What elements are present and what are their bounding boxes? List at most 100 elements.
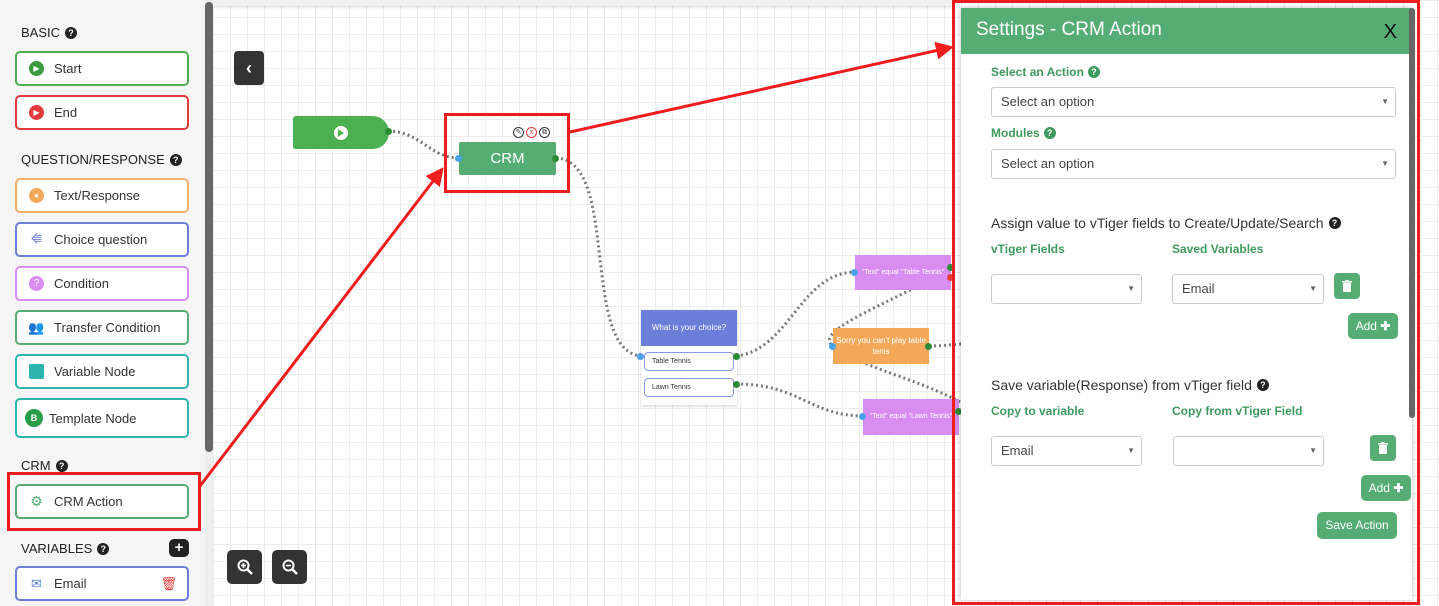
b-circle-icon: B [25,409,43,427]
add-copy-button[interactable]: Add ✚ [1361,475,1411,501]
question-flow-node[interactable]: What is your choice? Table Tennis Lawn T… [641,310,737,405]
condition-node-button[interactable]: ? Condition [15,266,189,301]
chevron-down-icon: ▼ [1381,97,1389,106]
delete-copy-button[interactable] [1370,435,1396,461]
start-node-button[interactable]: ▶ Start [15,51,189,86]
chevron-down-icon: ▼ [1309,446,1317,455]
sidebar: BASIC ? ▶ Start ▶ End QUESTION/RESPONSE … [0,0,205,606]
end-label: End [54,105,78,120]
trash-icon [1378,442,1388,454]
envelope-icon: ✉ [31,575,42,591]
close-panel-button[interactable]: X [1383,21,1397,43]
transfer-condition-node-button[interactable]: 👥 Transfer Condition [15,310,189,345]
assign-heading: Assign value to vTiger fields to Create/… [991,215,1341,231]
template-node-button[interactable]: B Template Node [15,398,189,438]
sorry-message-node[interactable]: Sorry you can't play table tenis [833,328,929,364]
select-action-label: Select an Action ? [991,65,1100,79]
delete-icon[interactable]: x [526,127,537,138]
help-icon[interactable]: ? [1256,379,1269,391]
zoom-out-icon [282,559,298,575]
section-basic: BASIC ? [21,25,78,40]
condition-input-port[interactable] [851,269,858,276]
variable-node-button[interactable]: Variable Node [15,354,189,389]
gears-icon: ⚙ [30,493,43,509]
help-icon[interactable]: ? [1328,217,1341,229]
help-icon[interactable]: ? [1087,66,1100,78]
zoom-out-button[interactable] [272,550,307,584]
copy-icon[interactable]: ⧉ [539,127,550,138]
sorry-input-port[interactable] [829,343,836,350]
sidebar-scrollbar[interactable] [205,2,213,452]
chevron-down-icon: ▼ [1127,284,1135,293]
condition-true-port[interactable] [955,408,962,415]
condition-node-table-tennis[interactable]: "Text" equal "Table Tennis" [855,255,951,290]
choice-question-node-button[interactable]: ⭅ Choice question [15,222,189,257]
usb-icon: ⭅ [31,232,42,246]
panel-scrollbar[interactable] [1409,8,1415,418]
chevron-down-icon: ▼ [1127,446,1135,455]
vtiger-fields-label: vTiger Fields [991,242,1065,256]
users-icon: 👥 [28,319,45,335]
add-variable-button[interactable]: + [169,539,189,557]
save-variable-heading: Save variable(Response) from vTiger fiel… [991,377,1269,393]
copy-from-field-label: Copy from vTiger Field [1172,404,1303,418]
help-icon[interactable]: ? [65,26,78,39]
edit-icon[interactable]: ✎ [513,127,524,138]
panel-header: Settings - CRM Action X [961,8,1412,54]
save-action-button[interactable]: Save Action [1317,512,1397,539]
zoom-in-button[interactable] [227,550,262,584]
condition-input-port[interactable] [859,413,866,420]
condition-node-lawn-tennis[interactable]: "Text" equal "Lawn Tennis" [863,399,959,435]
option-output-port[interactable] [733,353,740,360]
copy-from-field-select[interactable]: ▼ [1173,436,1324,466]
vtiger-field-select[interactable]: ▼ [991,274,1142,304]
template-node-label: Template Node [49,410,137,426]
copy-to-variable-label: Copy to variable [991,404,1085,418]
action-select[interactable]: Select an option ▼ [991,87,1396,117]
collapse-sidebar-button[interactable]: ‹ [234,51,264,85]
question-option[interactable]: Lawn Tennis [644,378,734,397]
delete-mapping-button[interactable] [1334,273,1360,299]
variable-node-label: Variable Node [54,364,136,379]
top-bar [213,0,953,6]
option-output-port[interactable] [733,381,740,388]
trash-icon[interactable]: 🗑 [160,575,177,591]
choice-question-label: Choice question [54,232,148,247]
start-flow-node[interactable] [293,116,389,149]
end-node-button[interactable]: ▶ End [15,95,189,130]
condition-true-port[interactable] [947,264,954,271]
sorry-output-port[interactable] [925,343,932,350]
variable-email-item[interactable]: ✉ Email 🗑 [15,566,189,601]
help-icon[interactable]: ? [1043,127,1056,139]
text-response-node-button[interactable]: ● Text/Response [15,178,189,213]
crm-action-label: CRM Action [54,494,123,509]
chevron-down-icon: ▼ [1309,284,1317,293]
section-crm-label: CRM [21,458,51,473]
help-icon[interactable]: ? [55,459,68,472]
modules-select[interactable]: Select an option ▼ [991,149,1396,179]
square-icon [29,364,44,379]
add-label: Add [1368,481,1390,495]
saved-variable-select[interactable]: Email ▼ [1172,274,1324,304]
section-variables: VARIABLES ? [21,541,110,556]
question-option[interactable]: Table Tennis [644,352,734,371]
copy-to-variable-select[interactable]: Email ▼ [991,436,1142,466]
help-icon[interactable]: ? [169,153,182,166]
section-basic-label: BASIC [21,25,61,40]
condition-false-port[interactable] [947,274,954,281]
condition-label: Condition [54,276,109,291]
start-output-port[interactable] [385,128,392,135]
section-question-label: QUESTION/RESPONSE [21,152,165,167]
crm-action-node-button[interactable]: ⚙ CRM Action [15,484,189,519]
action-select-value: Select an option [1001,94,1095,109]
add-mapping-button[interactable]: Add ✚ [1348,313,1398,339]
crm-output-port[interactable] [552,155,559,162]
crm-flow-node[interactable]: CRM [459,142,556,175]
question-input-port[interactable] [637,353,644,360]
text-response-label: Text/Response [54,188,140,203]
saved-variable-value: Email [1182,281,1215,296]
modules-label: Modules ? [991,126,1056,140]
section-question-response: QUESTION/RESPONSE ? [21,152,182,167]
crm-input-port[interactable] [455,155,462,162]
help-icon[interactable]: ? [97,542,110,555]
